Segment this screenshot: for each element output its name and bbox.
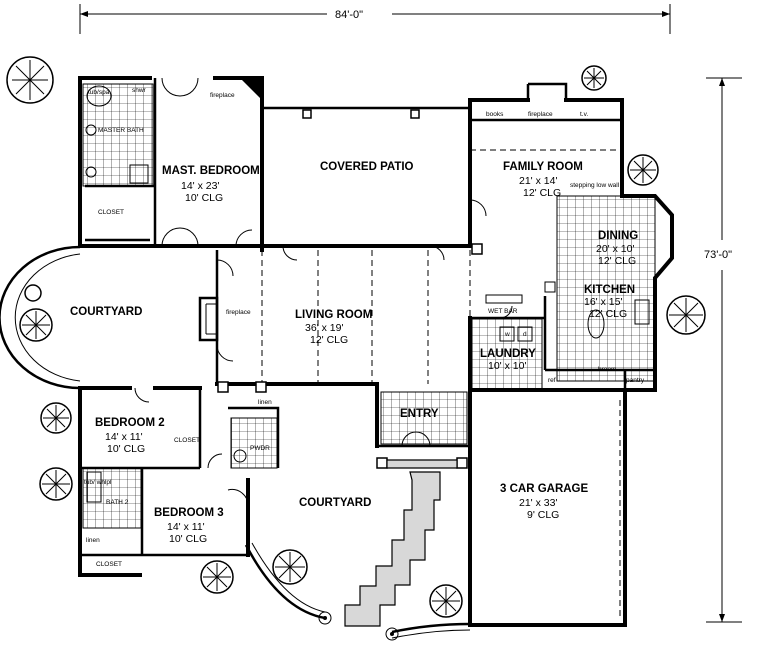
room-name: LAUNDRY: [480, 348, 536, 360]
walls: [78, 76, 674, 627]
master-bath-label: MASTER BATH: [98, 127, 144, 134]
books-label: books: [486, 111, 504, 118]
courtyard-front-walls: [244, 542, 471, 641]
room-courtyard-front: COURTYARD: [299, 497, 371, 509]
room-master-bedroom: MAST. BEDROOM 14' x 23' 10' CLG: [162, 165, 260, 204]
room-covered-patio: COVERED PATIO: [320, 161, 414, 173]
pwdr-label: PWDR: [250, 445, 270, 452]
room-name: DINING: [598, 230, 638, 242]
fireplace-family-label: fireplace: [528, 111, 553, 118]
room-name: KITCHEN: [584, 284, 635, 296]
closet-master-label: CLOSET: [98, 209, 124, 216]
fireplace-living-label: fireplace: [226, 309, 251, 316]
whirlpool-label: tub/ whlpl: [84, 479, 112, 486]
room-kitchen: KITCHEN 16' x 15' 12' CLG: [584, 284, 635, 320]
shower-label: shwr: [132, 87, 147, 94]
dryer-label: d: [523, 331, 527, 338]
tub-spa-label: tub/spa: [88, 89, 110, 96]
tree-icon: [40, 402, 72, 434]
dimension-width-label: 84'-0": [335, 9, 363, 21]
room-entry: ENTRY: [400, 408, 439, 420]
room-name: BEDROOM 3: [154, 507, 224, 519]
room-size: 14' x 11': [105, 431, 143, 443]
tree-icon: [581, 65, 607, 91]
room-ceiling: 10' CLG: [169, 533, 207, 545]
tree-icon: [666, 295, 706, 335]
room-name: COURTYARD: [70, 306, 142, 318]
door-swings: [134, 77, 513, 507]
room-ceiling: 12' CLG: [310, 334, 348, 346]
dimension-width: 84'-0": [79, 4, 671, 34]
closet-bed3-label: CLOSET: [96, 561, 122, 568]
room-dining: DINING 20' x 10' 12' CLG: [596, 230, 638, 267]
courtyard-west-wall: [0, 245, 81, 390]
room-size: 21' x 33': [519, 497, 557, 509]
room-name: COVERED PATIO: [320, 161, 414, 173]
tree-icon: [429, 584, 463, 618]
dimension-depth: 73'-0": [704, 77, 742, 623]
room-size: 14' x 23': [181, 180, 219, 192]
fixture-labels: tub/spa shwr MASTER BATH CLOSET fireplac…: [84, 87, 645, 568]
room-ceiling: 10' CLG: [107, 443, 145, 455]
room-garage: 3 CAR GARAGE 21' x 33' 9' CLG: [500, 483, 589, 521]
room-size: 10' x 10': [488, 360, 526, 372]
bath2-label: BATH 2: [106, 499, 129, 506]
washer-label: w: [504, 331, 510, 338]
landscape-trees: [6, 56, 706, 618]
room-size: 14' x 11': [167, 521, 205, 533]
room-name: 3 CAR GARAGE: [500, 483, 589, 495]
room-ceiling: 12' CLG: [598, 255, 636, 267]
stepping-low-wall-label: stepping low wall: [570, 182, 620, 189]
room-bedroom2: BEDROOM 2 14' x 11' 10' CLG: [95, 417, 165, 455]
room-name: MAST. BEDROOM: [162, 165, 260, 177]
tree-icon: [272, 549, 308, 585]
linen-bath-label: linen: [86, 537, 100, 544]
tree-icon: [6, 56, 54, 104]
room-ceiling: 10' CLG: [185, 192, 223, 204]
wet-bar-label: WET BAR: [488, 308, 518, 315]
room-bedroom3: BEDROOM 3 14' x 11' 10' CLG: [154, 507, 224, 545]
room-courtyard-west: COURTYARD: [70, 306, 142, 318]
room-ceiling: 9' CLG: [527, 509, 559, 521]
room-ceiling: 12' CLG: [523, 187, 561, 199]
ref-label: ref: [548, 377, 556, 384]
pantry-label: pantry: [626, 377, 645, 384]
room-size: 20' x 10': [596, 243, 634, 255]
room-laundry: LAUNDRY 10' x 10': [480, 348, 536, 372]
closet-bed2-label: CLOSET: [174, 437, 200, 444]
linen-hall-label: linen: [258, 399, 272, 406]
broom-label: broom: [598, 366, 616, 373]
fixtures: [85, 85, 650, 503]
room-name: LIVING ROOM: [295, 309, 372, 321]
fireplace-master-label: fireplace: [210, 92, 235, 99]
room-size: 16' x 15': [584, 296, 622, 308]
room-size: 36' x 19': [305, 322, 343, 334]
room-living-room: LIVING ROOM 36' x 19' 12' CLG: [295, 309, 372, 346]
tree-icon: [24, 284, 42, 302]
tree-icon: [200, 560, 234, 594]
dimension-depth-label: 73'-0": [704, 249, 732, 261]
stone-walkway: [344, 471, 441, 627]
tv-label: t.v.: [580, 111, 588, 118]
tree-icon: [627, 154, 659, 186]
room-size: 21' x 14': [519, 175, 557, 187]
room-ceiling: 12' CLG: [589, 308, 627, 320]
room-name: COURTYARD: [299, 497, 371, 509]
tiled-floors: [82, 83, 656, 529]
room-family-room: FAMILY ROOM 21' x 14' 12' CLG: [503, 161, 583, 199]
room-name: ENTRY: [400, 408, 439, 420]
tree-icon: [39, 467, 73, 501]
room-name: BEDROOM 2: [95, 417, 165, 429]
room-name: FAMILY ROOM: [503, 161, 583, 173]
tree-icon: [19, 308, 53, 342]
